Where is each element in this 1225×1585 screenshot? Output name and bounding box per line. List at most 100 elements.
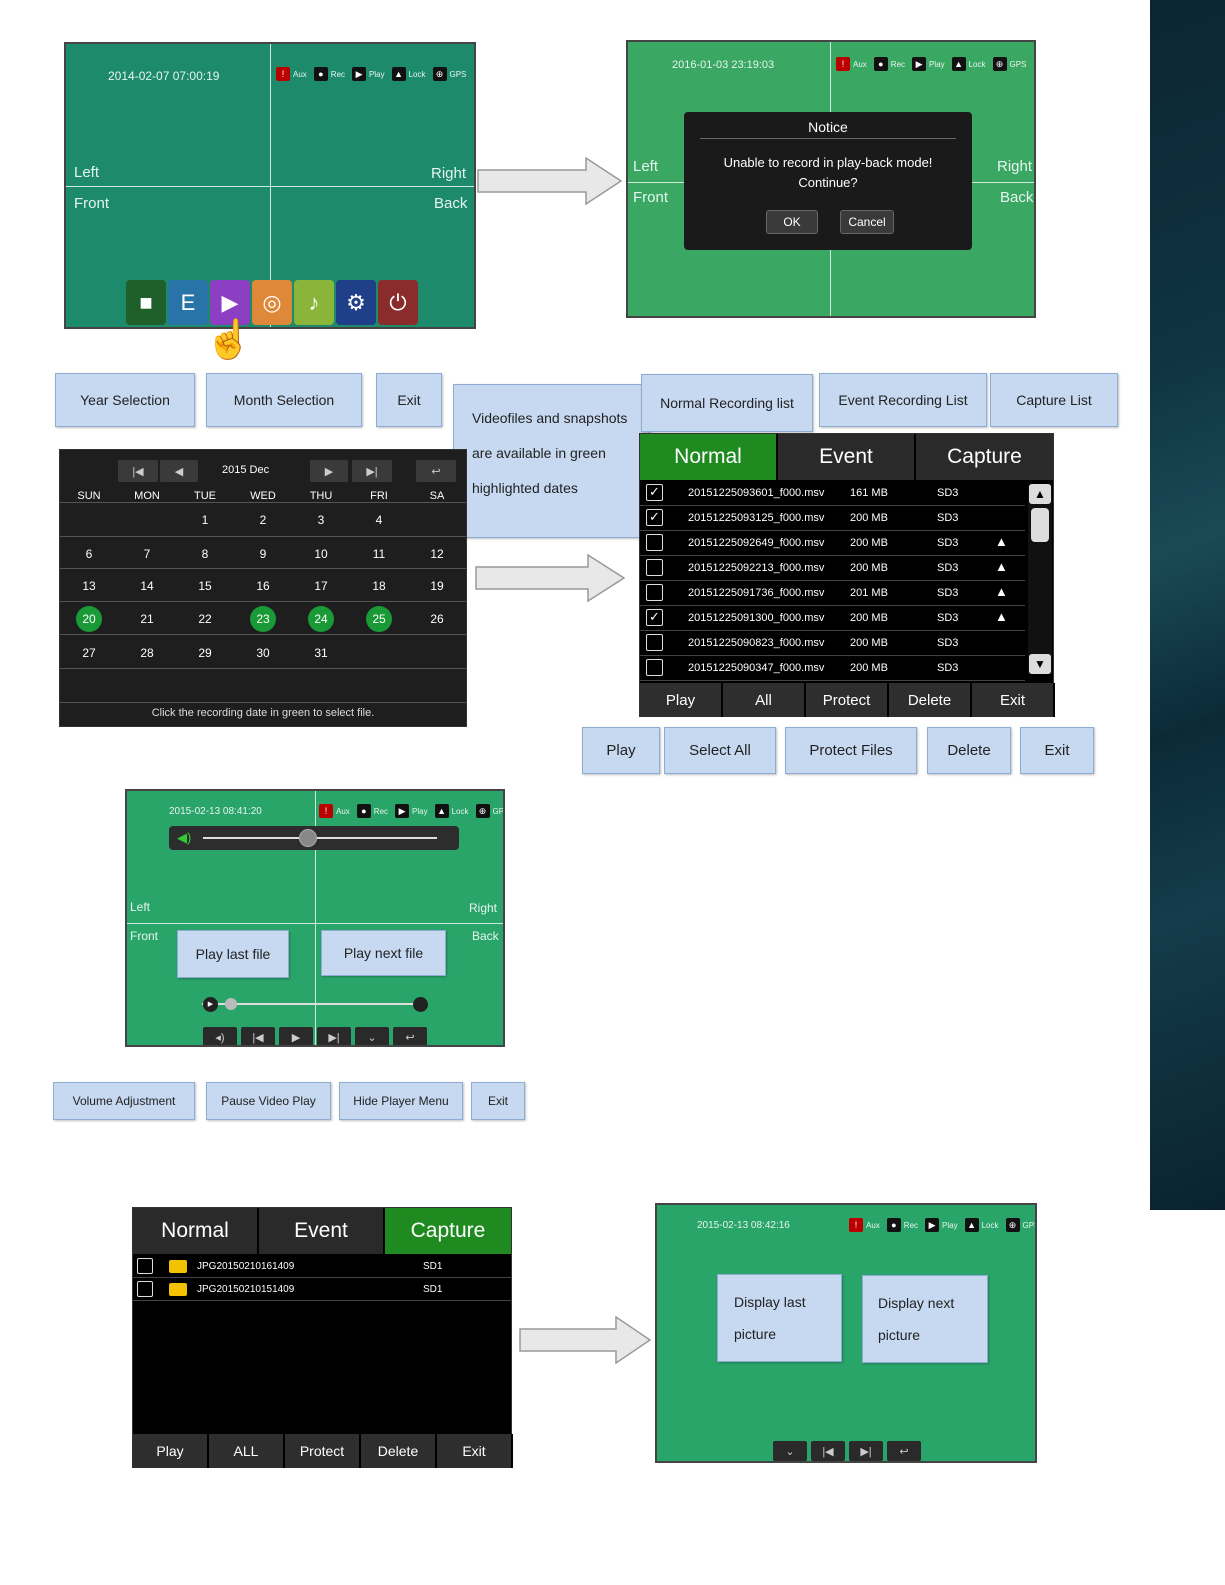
delete-button[interactable]: Delete (361, 1434, 437, 1468)
status-label: GPS (449, 69, 467, 79)
file-checkbox[interactable] (646, 659, 663, 676)
divider-vertical (315, 791, 316, 1045)
callout-line: picture (734, 1326, 777, 1342)
prev-year-button[interactable]: |◀ (118, 460, 158, 482)
file-checkbox[interactable]: ✓ (646, 609, 663, 626)
calendar-day-recorded[interactable]: 24 (308, 606, 334, 632)
power-button[interactable]: ⏻ (378, 280, 418, 325)
tab-normal[interactable]: Normal (133, 1208, 257, 1254)
next-month-button[interactable]: ▶ (310, 460, 348, 482)
playback-notice-screen: 2016-01-03 23:19:03 !Aux●Rec▶Play▲Lock⊕G… (626, 40, 1036, 318)
playback-icon: ▶ (221, 289, 239, 315)
calendar-day-recorded[interactable]: 25 (366, 606, 392, 632)
play-small-icon[interactable]: ▶ (203, 997, 218, 1012)
volume-track[interactable] (203, 837, 437, 839)
aux-icon: ! (276, 67, 290, 81)
volume-button[interactable]: ♪ (294, 280, 334, 325)
file-checkbox[interactable]: ✓ (646, 509, 663, 526)
progress-knob[interactable] (224, 998, 237, 1010)
exit-button[interactable]: Exit (437, 1434, 513, 1468)
calendar-day: 3 (317, 513, 325, 527)
play-pause-icon: ▶ (291, 1031, 301, 1044)
quadrant-left: Left (633, 158, 659, 175)
file-size: 201 MB (850, 587, 888, 599)
protect-button[interactable]: Protect (285, 1434, 361, 1468)
play-button[interactable]: Play (640, 683, 723, 717)
callout-capture-list: Capture List (990, 373, 1118, 427)
all-button[interactable]: ALL (209, 1434, 285, 1468)
dialog-title: Notice (808, 119, 848, 135)
delete-button[interactable]: Delete (889, 683, 972, 717)
hide-menu-button[interactable]: ⌄ (355, 1027, 389, 1045)
callout-line: Display last (734, 1294, 806, 1310)
file-checkbox[interactable] (646, 634, 663, 651)
scrollbar[interactable]: ▲ ▼ (1028, 484, 1052, 674)
next-year-button[interactable]: ▶| (352, 460, 392, 482)
pause-button[interactable]: ▶ (279, 1027, 313, 1045)
status-label: Rec (903, 1220, 919, 1230)
cancel-button[interactable]: Cancel (840, 210, 894, 234)
video-record-icon: ■ (139, 289, 153, 315)
settings-button[interactable]: ⚙ (336, 280, 376, 325)
tab-event[interactable]: Event (259, 1208, 383, 1254)
playback-button[interactable]: ▶ (210, 280, 250, 325)
next-file-button[interactable]: ▶| (317, 1027, 351, 1045)
volume-knob[interactable] (299, 829, 318, 847)
play-button[interactable]: Play (133, 1434, 209, 1468)
file-checkbox[interactable] (646, 584, 663, 601)
calendar-day: 17 (314, 579, 328, 593)
all-button[interactable]: All (723, 683, 806, 717)
player-exit-button[interactable]: ↩ (393, 1027, 427, 1045)
file-checkbox[interactable] (646, 559, 663, 576)
capture-checkbox[interactable] (137, 1258, 153, 1274)
event-record-button[interactable]: E (168, 280, 208, 325)
scroll-down-icon[interactable]: ▼ (1029, 654, 1051, 674)
progress-track[interactable] (202, 1003, 424, 1005)
picture-exit-button[interactable]: ↩ (887, 1441, 921, 1461)
exit-button[interactable]: Exit (972, 683, 1055, 717)
prev-month-button[interactable]: ◀ (160, 460, 198, 482)
status-label: Play (942, 1220, 958, 1230)
gps-icon: ⊕ (475, 804, 490, 818)
scroll-up-icon[interactable]: ▲ (1029, 484, 1051, 504)
file-checkbox[interactable] (646, 534, 663, 551)
skip-forward-icon: ▶| (366, 465, 378, 478)
callout-player-exit: Exit (471, 1082, 525, 1120)
quadrant-right: Right (469, 901, 498, 915)
camera-button[interactable]: ◎ (252, 280, 292, 325)
event-record-icon: E (180, 289, 196, 315)
tab-capture[interactable]: Capture (385, 1208, 511, 1254)
tab-normal[interactable]: Normal (640, 434, 776, 480)
callout-line: Videofiles and snapshots (472, 410, 628, 426)
hide-menu-button[interactable]: ⌄ (773, 1441, 807, 1461)
status-label: Play (412, 806, 428, 816)
volume-button[interactable]: ◂) (203, 1027, 237, 1045)
calendar-day-recorded[interactable]: 20 (76, 606, 102, 632)
file-checkbox[interactable]: ✓ (646, 484, 663, 501)
prev-picture-button[interactable]: |◀ (811, 1441, 845, 1461)
calendar-exit-button[interactable]: ↩ (416, 460, 456, 482)
next-picture-button[interactable]: ▶| (849, 1441, 883, 1461)
ok-button[interactable]: OK (766, 210, 818, 234)
calendar-day-recorded[interactable]: 23 (250, 606, 276, 632)
tab-event[interactable]: Event (778, 434, 914, 480)
tab-capture[interactable]: Capture (916, 434, 1053, 480)
callout-display-next: Display next picture (862, 1275, 988, 1363)
scroll-thumb[interactable] (1031, 508, 1049, 542)
video-record-button[interactable]: ■ (126, 280, 166, 325)
protect-button[interactable]: Protect (806, 683, 889, 717)
capture-checkbox[interactable] (137, 1281, 153, 1297)
capture-card: SD1 (423, 1284, 443, 1295)
prev-file-button[interactable]: |◀ (241, 1027, 275, 1045)
gps-icon: ⊕ (432, 67, 447, 81)
